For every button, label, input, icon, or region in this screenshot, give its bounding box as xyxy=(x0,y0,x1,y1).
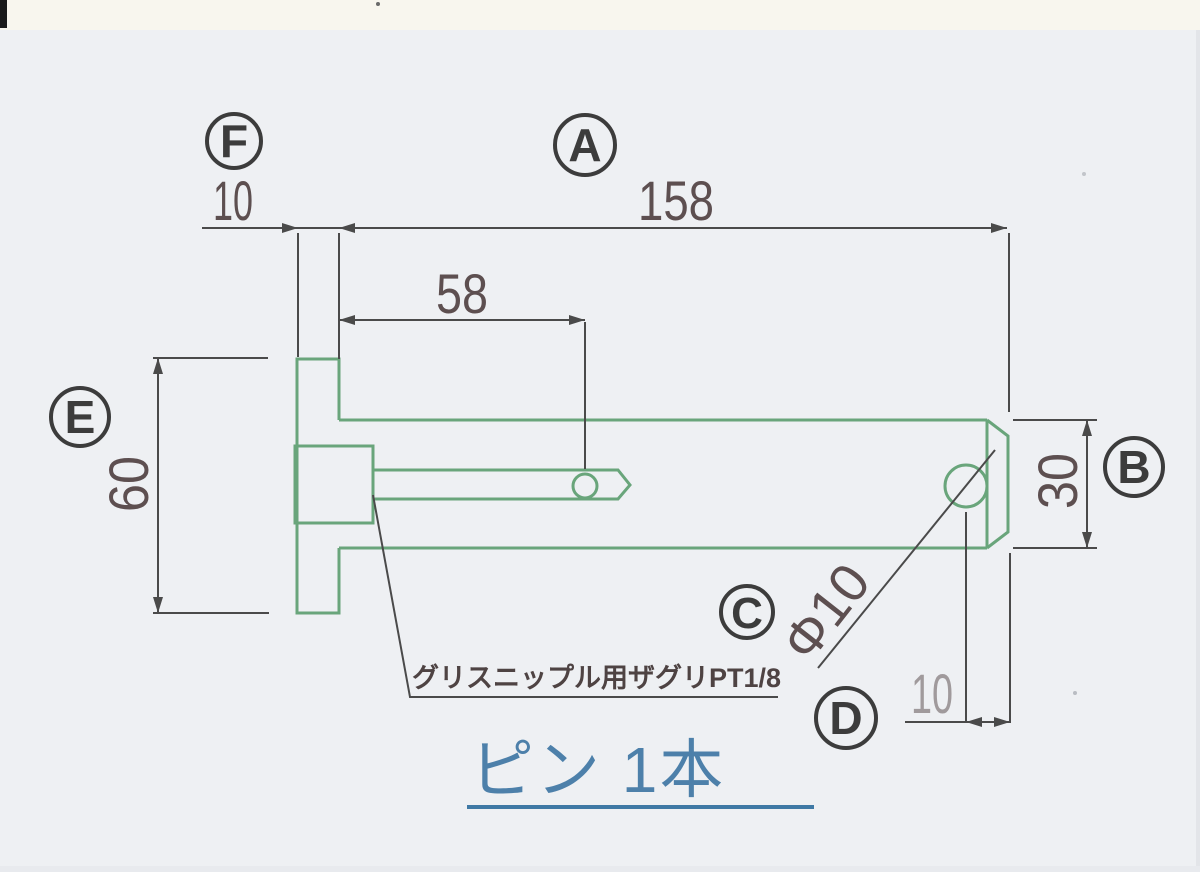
dim-arrow xyxy=(153,597,163,613)
grease-nipple-counterbore xyxy=(293,444,375,525)
scan-speck xyxy=(376,2,380,6)
balloon-f: F xyxy=(205,112,263,170)
dim-text-total-length: 158 xyxy=(638,169,714,232)
balloon-c: C xyxy=(719,584,775,640)
balloon-letter: C xyxy=(731,589,763,638)
paper-right-edge xyxy=(1196,30,1200,872)
balloon-letter: D xyxy=(829,692,862,744)
balloon-circle xyxy=(814,686,878,750)
leader-line-grease-note xyxy=(372,494,778,698)
dim-arrow xyxy=(339,223,355,233)
balloon-b: B xyxy=(1103,436,1165,498)
pin-body-outline-with-chamfer xyxy=(339,418,1010,550)
pin-part-outline xyxy=(293,357,1010,615)
balloon-letter: A xyxy=(568,119,601,171)
dim-arrow xyxy=(282,223,298,233)
paper-bottom-edge xyxy=(0,866,1200,872)
scan-speck xyxy=(1082,172,1086,176)
balloon-circle xyxy=(553,113,617,177)
drawing-title: ピン 1本 xyxy=(470,734,725,806)
paper-top-strip xyxy=(0,0,1200,30)
dim-arrow xyxy=(1082,532,1092,548)
balloon-e: E xyxy=(49,386,111,448)
leader-line-cross-hole xyxy=(817,449,996,669)
pin-flange-outline xyxy=(295,357,341,615)
balloon-circle xyxy=(205,112,263,170)
dim-arrow xyxy=(339,315,355,325)
balloon-letter: E xyxy=(65,391,96,443)
scan-corner-mark xyxy=(0,0,7,28)
dim-text-flange-height: 60 xyxy=(97,456,160,512)
dim-arrow xyxy=(991,223,1007,233)
balloon-letter: F xyxy=(220,115,248,167)
dim-arrow xyxy=(994,717,1010,727)
balloon-circle xyxy=(1103,436,1165,498)
grease-exit-hole xyxy=(571,472,599,500)
balloon-letter: B xyxy=(1117,441,1150,493)
balloon-circle xyxy=(719,584,775,640)
dim-text-flange-width: 10 xyxy=(213,169,253,232)
title-underline xyxy=(467,805,814,809)
dim-arrow xyxy=(569,315,585,325)
dim-text-pin-diameter: 30 xyxy=(1026,453,1089,509)
dim-arrow xyxy=(966,717,982,727)
scan-speck xyxy=(1073,691,1077,695)
dim-arrow xyxy=(1082,420,1092,436)
dimension-lines xyxy=(153,223,1097,727)
balloon-d: D xyxy=(814,686,878,750)
cross-hole xyxy=(943,463,989,509)
balloon-a: A xyxy=(553,113,617,177)
dim-text-grease-depth: 58 xyxy=(436,262,488,325)
balloon-circle xyxy=(49,386,111,448)
grease-note-text: グリスニップル用ザグリPT1/8 xyxy=(412,662,781,693)
grease-passage-drill-hole xyxy=(373,468,632,501)
dim-text-hole-offset: 10 xyxy=(911,662,953,725)
dim-arrow xyxy=(153,358,163,374)
